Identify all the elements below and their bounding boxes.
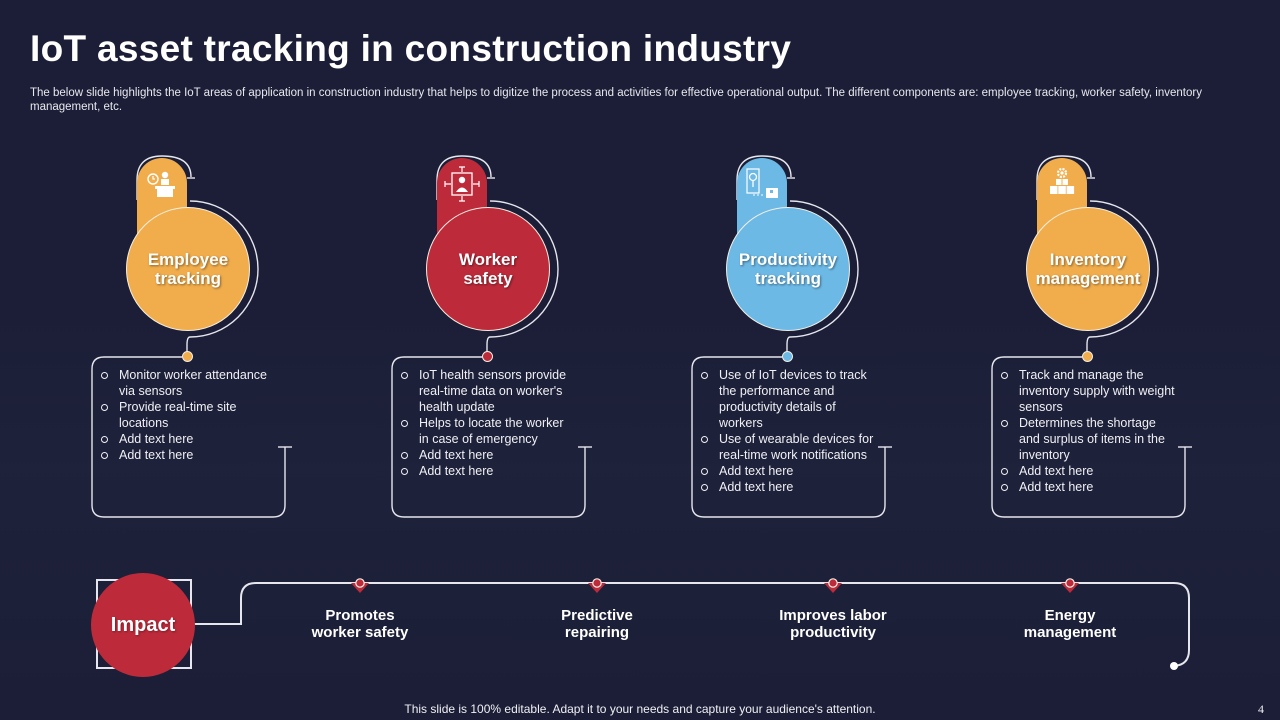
card-outline [391,155,592,518]
employee-desk-clock-icon [147,171,175,197]
component-bullet-list: Track and manage the inventory supply wi… [1000,367,1175,495]
page-number: 4 [1258,702,1264,716]
impact-item-line1: Predictive [561,607,633,624]
timeline-marker-icon [588,578,606,593]
location-tracking-icon [746,168,778,198]
bullet-item: Use of IoT devices to track the performa… [700,367,875,431]
inventory-boxes-gear-icon [1050,167,1075,194]
card-outline [691,155,892,518]
impact-label: Impact [110,613,176,636]
timeline-marker-icon [1061,578,1079,593]
component-title-line2: management [1035,269,1141,288]
component-bullet-list: IoT health sensors provide real-time dat… [400,367,575,479]
impact-item-line1: Energy [1044,607,1096,624]
connector-dot [1082,351,1093,362]
bullet-item: Add text here [100,431,275,447]
component-title-line2: tracking [154,269,222,288]
bullet-item: Add text here [1000,479,1175,495]
bullet-item: Provide real-time site locations [100,399,275,431]
component-title-line2: tracking [754,269,822,288]
card-outline [91,155,292,518]
impact-item-line1: Promotes [325,607,395,624]
impact-item-line2: worker safety [311,624,409,641]
bullet-item: Add text here [400,447,575,463]
footer-note: This slide is 100% editable. Adapt it to… [404,702,876,716]
slide-subtitle: The below slide highlights the IoT areas… [30,87,1202,113]
impact-badge: Impact [91,573,195,677]
bullet-item: Add text here [100,447,275,463]
bullet-item: Add text here [700,463,875,479]
component-title-line1: Inventory [1049,250,1127,269]
worker-protection-icon [444,166,480,202]
bullet-item: Use of wearable devices for real-time wo… [700,431,875,463]
component-title-line1: Employee [147,250,229,269]
impact-item-line2: repairing [564,624,630,641]
timeline-marker-icon [351,578,369,593]
bullet-item: Add text here [700,479,875,495]
impact-item-line2: management [1023,624,1117,641]
bullet-item: IoT health sensors provide real-time dat… [400,367,575,415]
bullet-item: Monitor worker attendance via sensors [100,367,275,399]
component-title-line2: safety [463,269,513,288]
connector-dot [482,351,493,362]
component-bullet-list: Use of IoT devices to track the performa… [700,367,875,495]
component-title-line1: Worker [458,250,518,269]
component-title-line1: Productivity [738,250,838,269]
impact-item-line1: Improves labor [779,607,887,624]
bullet-item: Track and manage the inventory supply wi… [1000,367,1175,415]
connector-dot [782,351,793,362]
connector-dot [182,351,193,362]
bullet-item: Add text here [1000,463,1175,479]
impact-item-line2: productivity [790,624,876,641]
timeline-marker-icon [824,578,842,593]
card-outline [991,155,1192,518]
bullet-item: Add text here [400,463,575,479]
bullet-item: Determines the shortage and surplus of i… [1000,415,1175,463]
slide-title: IoT asset tracking in construction indus… [30,28,792,69]
bullet-item: Helps to locate the worker in case of em… [400,415,575,447]
